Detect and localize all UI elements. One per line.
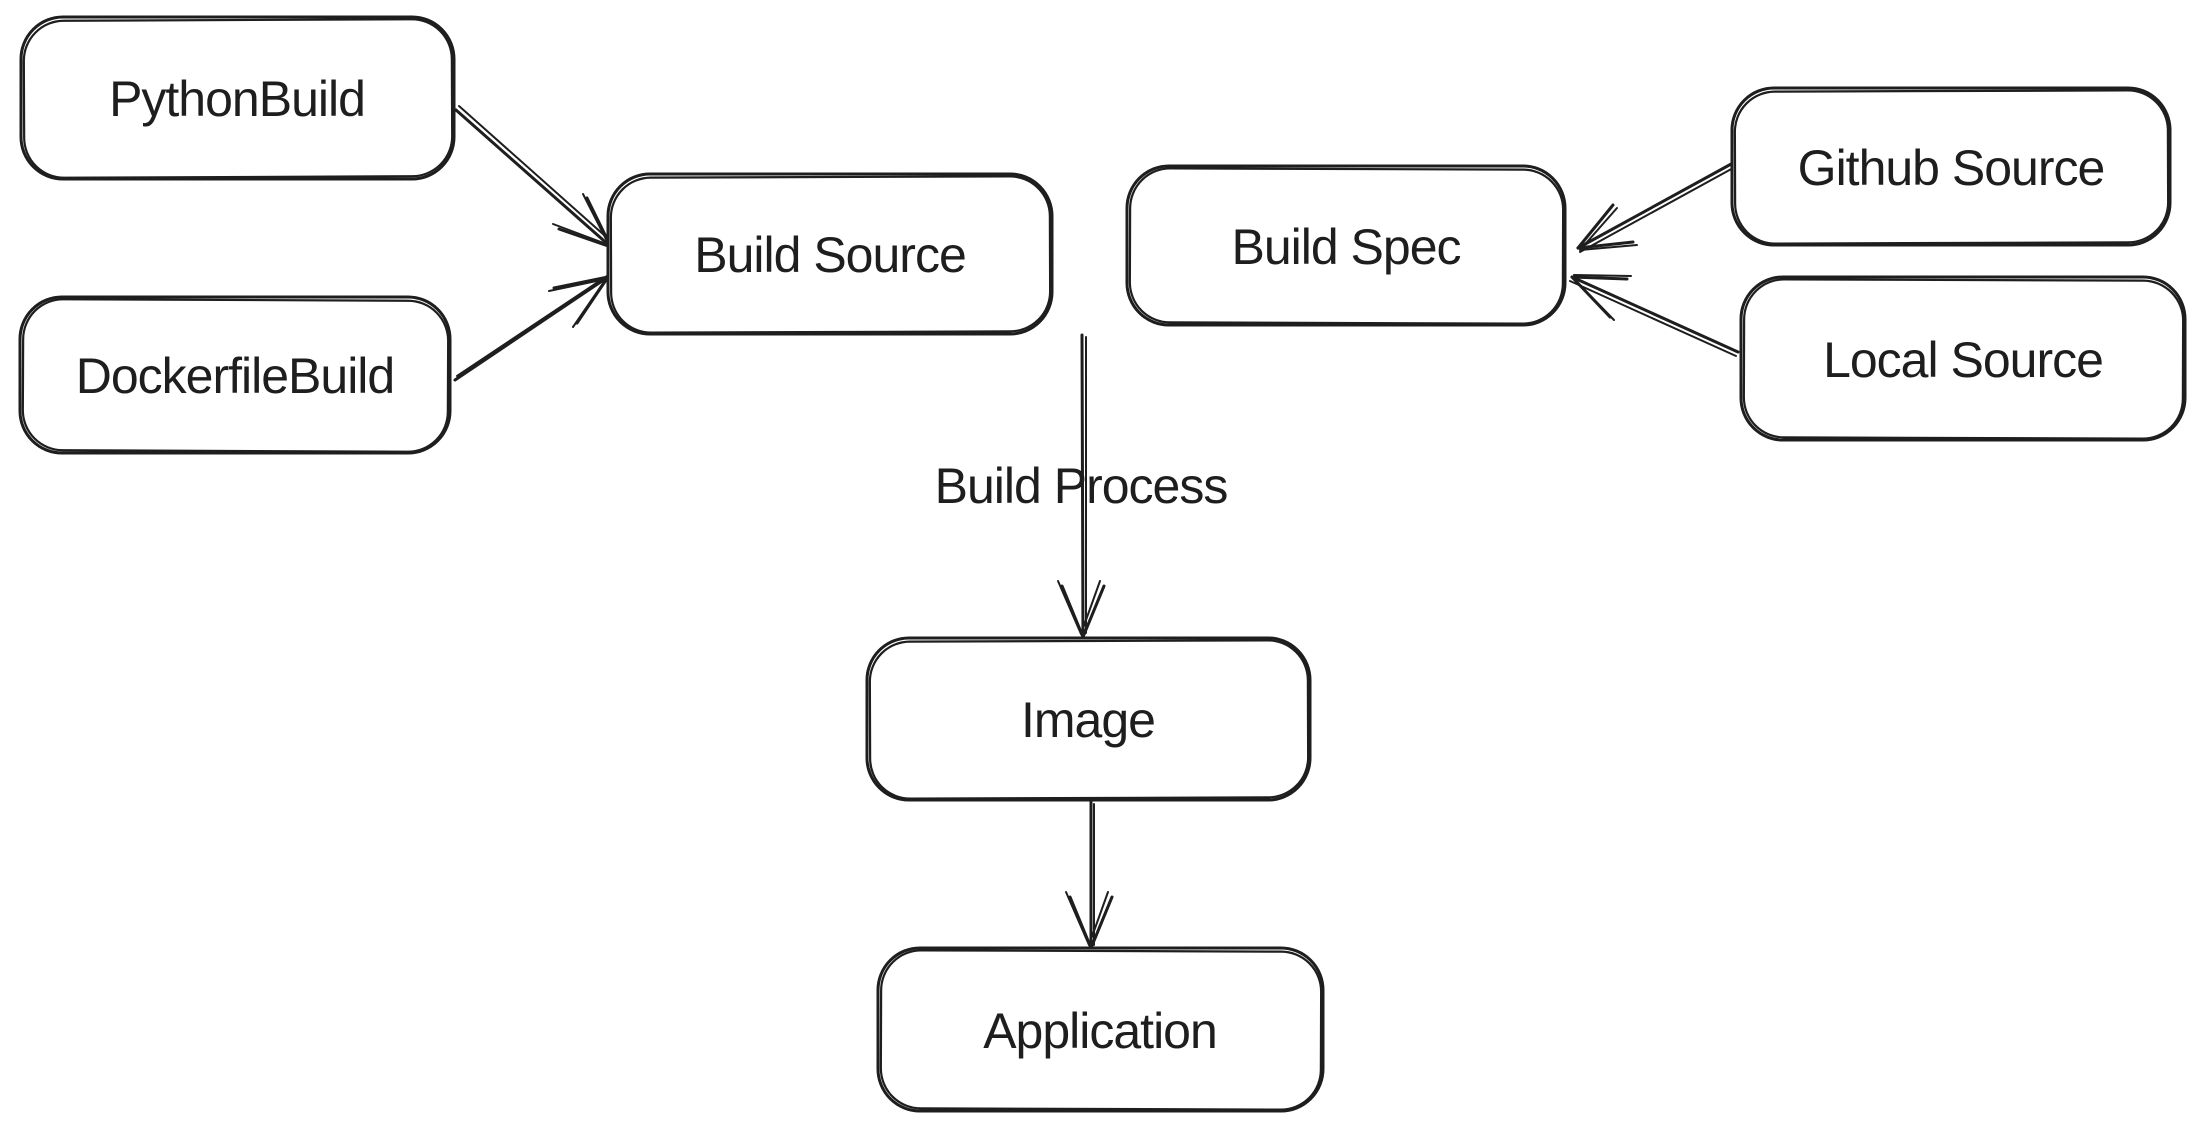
node-build-source-label: Build Source — [694, 227, 966, 283]
edge-dockerfilebuild-to-buildsource — [453, 273, 611, 382]
node-application: Application — [876, 946, 1325, 1113]
node-local-source: Local Source — [1739, 275, 2187, 442]
edge-image-to-application — [1065, 800, 1114, 950]
edge-githubsource-to-buildspec — [1576, 161, 1736, 253]
edge-buildsource-to-image — [1057, 333, 1106, 639]
edge-pythonbuild-to-buildsource — [454, 105, 614, 249]
node-python-build: PythonBuild — [19, 15, 456, 181]
node-image: Image — [865, 636, 1312, 802]
node-application-label: Application — [983, 1003, 1217, 1059]
node-github-source-label: Github Source — [1798, 140, 2105, 196]
node-build-source: Build Source — [606, 172, 1054, 336]
node-build-spec: Build Spec — [1125, 164, 1567, 327]
node-python-build-label: PythonBuild — [109, 71, 365, 127]
node-github-source: Github Source — [1730, 86, 2172, 247]
node-build-spec-label: Build Spec — [1231, 219, 1460, 275]
node-image-label: Image — [1021, 692, 1155, 748]
node-dockerfile-build: DockerfileBuild — [18, 295, 452, 455]
node-local-source-label: Local Source — [1823, 332, 2103, 388]
node-dockerfile-build-label: DockerfileBuild — [76, 348, 394, 404]
edge-localsource-to-buildspec — [1569, 274, 1740, 357]
edge-label-build-process: Build Process — [935, 458, 1228, 514]
